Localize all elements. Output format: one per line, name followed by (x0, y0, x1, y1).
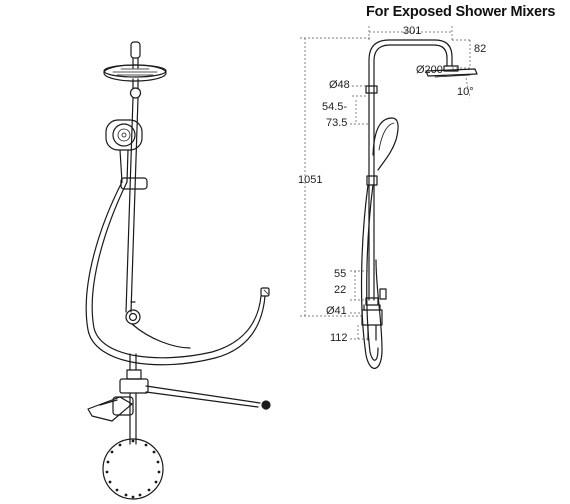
rail-right (130, 97, 139, 313)
hose-end (260, 287, 270, 297)
riser-top-cap (130, 41, 141, 59)
head-nozzles (112, 68, 158, 76)
top-view-head (102, 438, 164, 500)
elevation-head (425, 68, 478, 77)
outlet-ring (125, 309, 141, 325)
elevation-hose (360, 184, 383, 369)
diverter-knob (129, 87, 142, 99)
elevation-arm-inner (373, 44, 448, 301)
dim-pipe-diameter: Ø41 (326, 305, 347, 317)
perspective-shower-set (85, 41, 270, 366)
dim-overall-height: 1051 (298, 174, 322, 186)
dim-angle: 10° (457, 86, 474, 98)
hand-shower-handle (119, 149, 123, 183)
dim-top-width: 301 (403, 25, 421, 37)
top-view (87, 353, 271, 500)
diagram-title: For Exposed Shower Mixers (366, 4, 556, 20)
dim-head-diameter: Ø200 (416, 64, 443, 76)
elevation-collar (365, 85, 378, 94)
overhead-head (103, 64, 167, 82)
rail-left (125, 97, 134, 313)
dim-rail-diameter: Ø48 (329, 79, 350, 91)
hand-shower-head (105, 119, 143, 151)
top-view-arm (145, 385, 261, 404)
dim-hand-range-max: 73.5 (326, 117, 347, 129)
elevation-hand-shower (372, 117, 399, 171)
elevation-mixer-bracket (361, 309, 383, 326)
dim-lower-22: 22 (334, 284, 346, 296)
elevation-arm-outer (368, 39, 453, 301)
dim-lower-55: 55 (334, 268, 346, 280)
side-elevation (360, 39, 478, 369)
hose (85, 181, 266, 366)
dim-bottom-112: 112 (330, 332, 348, 344)
dim-head-offset: 82 (474, 43, 486, 55)
dim-hand-range-min: 54.5- (322, 101, 347, 113)
dimension-lines (300, 26, 472, 340)
